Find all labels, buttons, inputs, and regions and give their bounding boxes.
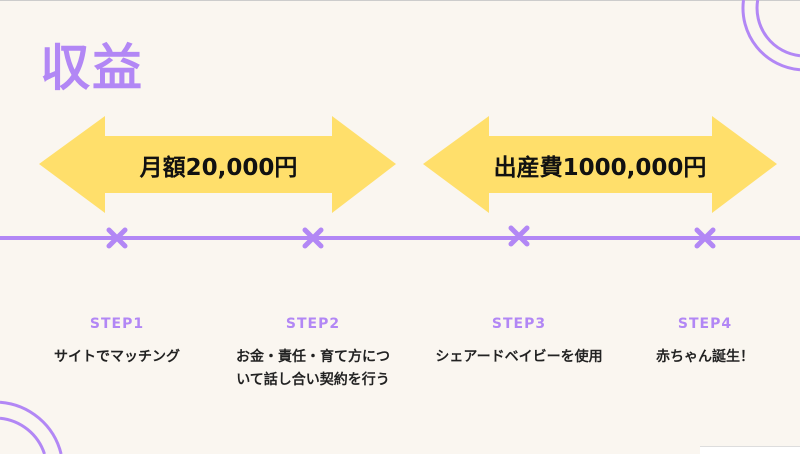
step-1: STEP1 サイトでマッチング	[27, 316, 207, 369]
step-description: シェアードベイビーを使用	[435, 349, 603, 365]
step-label: STEP3	[491, 316, 547, 332]
timeline-marker-2	[302, 227, 324, 249]
deco-circle-bottom-left-inner	[0, 416, 46, 454]
double-arrow-1	[39, 116, 396, 213]
double-arrow-2	[423, 116, 777, 213]
deco-circle-top-right-outer	[741, 0, 800, 72]
step-4: STEP4 赤ちゃん誕生！	[615, 316, 795, 369]
step-description: お金・責任・育て方について話し合い契約を行う	[236, 349, 390, 388]
step-label: STEP2	[285, 316, 341, 332]
step-2: STEP2 お金・責任・育て方について話し合い契約を行う	[233, 316, 393, 392]
step-3: STEP3 シェアードベイビーを使用	[429, 316, 609, 369]
deco-circle-top-right-inner	[755, 0, 800, 58]
arrow-label-birth-cost: 出産費1000,000円	[493, 155, 707, 181]
deco-circle-bottom-left-outer	[0, 400, 63, 454]
step-label: STEP4	[677, 316, 733, 332]
page-title: 収益	[40, 39, 144, 97]
timeline-line	[0, 236, 800, 240]
step-label: STEP1	[89, 316, 145, 332]
step-description: サイトでマッチング	[54, 349, 180, 365]
top-border	[0, 0, 800, 1]
timeline-marker-3	[508, 225, 530, 247]
arrow-label-monthly: 月額20,000円	[139, 155, 298, 181]
corner-widget	[700, 446, 800, 454]
timeline-marker-4	[694, 227, 716, 249]
step-description: 赤ちゃん誕生！	[656, 349, 754, 365]
timeline-marker-1	[106, 227, 128, 249]
